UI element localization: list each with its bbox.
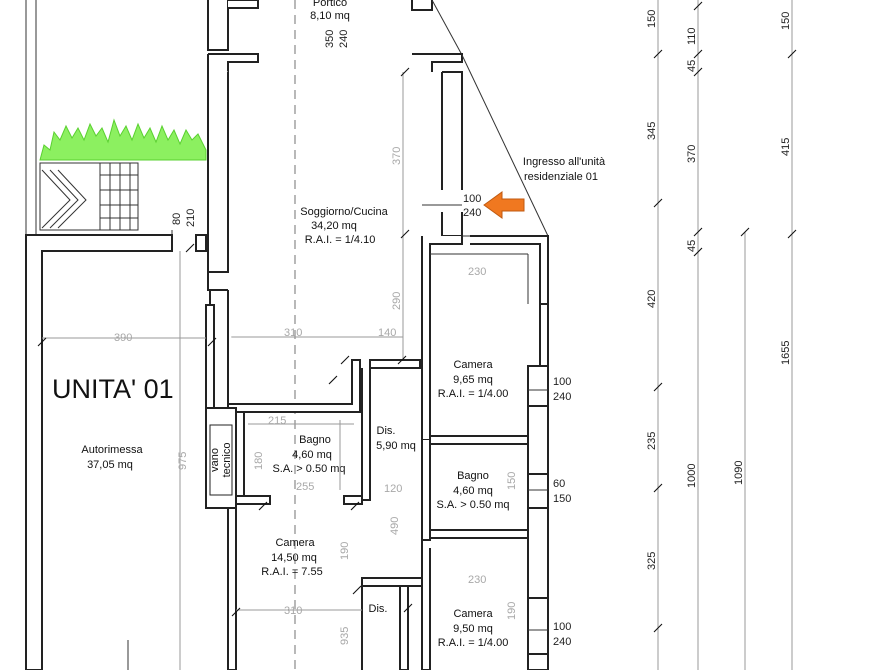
bagno-right-window-w: 60 [553, 478, 565, 490]
soggiorno-name: Soggiorno/Cucina [300, 206, 388, 218]
camera-top-area: 9,65 mq [453, 374, 493, 386]
camera-top-window-h: 240 [553, 391, 571, 403]
dim-col1-420: 420 [646, 290, 658, 308]
camera-left-name: Camera [275, 537, 315, 549]
camera-left-rai: R.A.I. = 7.55 [261, 566, 322, 578]
dim-col1-345: 345 [646, 122, 658, 140]
dim-col1-325: 325 [646, 552, 658, 570]
bagno-left-sa: S.A. > 0.50 mq [272, 463, 345, 475]
bagno-right-window-h: 150 [553, 493, 571, 505]
camera-top-rai: R.A.I. = 1/4.00 [438, 388, 509, 400]
dis-name: Dis. [377, 425, 396, 437]
autorimessa-area: 37,05 mq [87, 459, 133, 471]
vano-label: vano [209, 448, 221, 472]
camera-top-name: Camera [453, 359, 493, 371]
dim-col4-1655: 1655 [780, 341, 792, 365]
entrance-label-2: residenziale 01 [524, 171, 598, 183]
bagno-left-name: Bagno [299, 434, 331, 446]
camera-bottom-right: 230 190 Camera 9,50 mq R.A.I. = 1/4.00 1… [421, 540, 571, 670]
stair-width-dim: 80 [171, 213, 183, 225]
camera-br-window-h: 240 [553, 636, 571, 648]
bagno-left-area: 4,60 mq [292, 449, 332, 461]
portico: Portico 8,10 mq 350 240 [207, 0, 463, 56]
dim-col2-45b: 45 [686, 240, 698, 252]
disimpegno: Dis. 5,90 mq 120 490 Dis. [361, 368, 423, 670]
bagno-right-area: 4,60 mq [453, 485, 493, 497]
camera-top-window-w: 100 [553, 376, 571, 388]
bagno-left: 215 180 255 Bagno 4,60 mq S.A. > 0.50 mq [235, 411, 363, 505]
soggiorno-area: 34,20 mq [311, 220, 357, 232]
portico-name: Portico [313, 0, 347, 9]
dim-col1-150: 150 [646, 10, 658, 28]
stair-icon [39, 162, 139, 231]
dim-col2-45a: 45 [686, 60, 698, 72]
dim-col2-1000: 1000 [686, 464, 698, 488]
dim-col2-110: 110 [686, 27, 698, 45]
camera-top-width-dim: 230 [468, 266, 486, 278]
vano-tecnico: vano tecnico [205, 407, 237, 509]
camera-left-width-dim: 310 [284, 605, 302, 617]
garage-width-dim: 390 [114, 332, 132, 344]
stair-height-dim: 210 [185, 209, 197, 227]
camera-left-935-dim: 935 [339, 627, 351, 645]
left-exterior: 80 210 [25, 0, 207, 240]
soggiorno-rai: R.A.I. = 1/4.10 [305, 234, 376, 246]
autorimessa-name: Autorimessa [81, 444, 143, 456]
camera-left-190-dim: 190 [339, 542, 351, 560]
entrance-label-1: Ingresso all'unità [523, 156, 606, 168]
portico-area: 8,10 mq [310, 10, 350, 22]
camera-br-190-dim: 190 [506, 602, 518, 620]
portico-opening-width: 350 [324, 30, 336, 48]
camera-top-right: 230 Camera 9,65 mq R.A.I. = 1/4.00 100 2… [429, 266, 571, 445]
unit-title: UNITA' 01 [52, 374, 174, 404]
camera-left-area: 14,50 mq [271, 552, 317, 564]
dis-area: 5,90 mq [376, 440, 416, 452]
camera-br-width-dim: 230 [468, 574, 486, 586]
dim-col2-370: 370 [686, 145, 698, 163]
bagno-right: Bagno 4,60 mq S.A. > 0.50 mq 150 60 150 [421, 440, 571, 541]
autorimessa: 390 975 UNITA' 01 Autorimessa 37,05 mq [25, 234, 215, 670]
tecnico-label: tecnico [221, 443, 233, 478]
entrance-width-dim: 100 [463, 193, 481, 205]
soggiorno-width-dim: 310 [284, 327, 302, 339]
camera-left: Camera 14,50 mq R.A.I. = 7.55 190 935 31… [227, 504, 362, 670]
entrance-annotation: Ingresso all'unità residenziale 01 [483, 156, 606, 219]
bagno-left-255-dim: 255 [296, 481, 314, 493]
entrance-height-dim: 240 [463, 207, 481, 219]
outer-walls [207, 53, 549, 670]
garage-depth-dim: 975 [177, 452, 189, 470]
bagno-left-180-dim: 180 [253, 452, 265, 470]
right-dimension-chains: 150 345 420 235 325 110 45 370 45 1000 1… [646, 0, 797, 670]
soggiorno-depth-dim: 370 [391, 147, 403, 165]
dim-col4-415: 415 [780, 138, 792, 156]
camera-br-name: Camera [453, 608, 493, 620]
bagno-left-215-dim: 215 [268, 415, 286, 427]
bagno-right-name: Bagno [457, 470, 489, 482]
camera-br-window-w: 100 [553, 621, 571, 633]
hedge-icon [39, 118, 207, 161]
portico-opening-height: 240 [338, 30, 350, 48]
soggiorno-cucina: 370 Soggiorno/Cucina 34,20 mq R.A.I. = 1… [207, 0, 481, 670]
dis-120-dim: 120 [384, 483, 402, 495]
soggiorno-140-dim: 140 [378, 327, 396, 339]
entrance-arrow-icon [483, 191, 525, 219]
dis-490-dim: 490 [389, 517, 401, 535]
dim-col1-235: 235 [646, 432, 658, 450]
dim-col3-1090: 1090 [733, 461, 745, 485]
camera-br-area: 9,50 mq [453, 623, 493, 635]
camera-br-rai: R.A.I. = 1/4.00 [438, 637, 509, 649]
soggiorno-290-dim: 290 [391, 292, 403, 310]
dis-bottom-name: Dis. [369, 603, 388, 615]
bagno-right-sa: S.A. > 0.50 mq [436, 499, 509, 511]
bagno-right-150-dim: 150 [506, 472, 518, 490]
dim-col4-150: 150 [780, 12, 792, 30]
plan-junction-ticks [37, 67, 413, 617]
